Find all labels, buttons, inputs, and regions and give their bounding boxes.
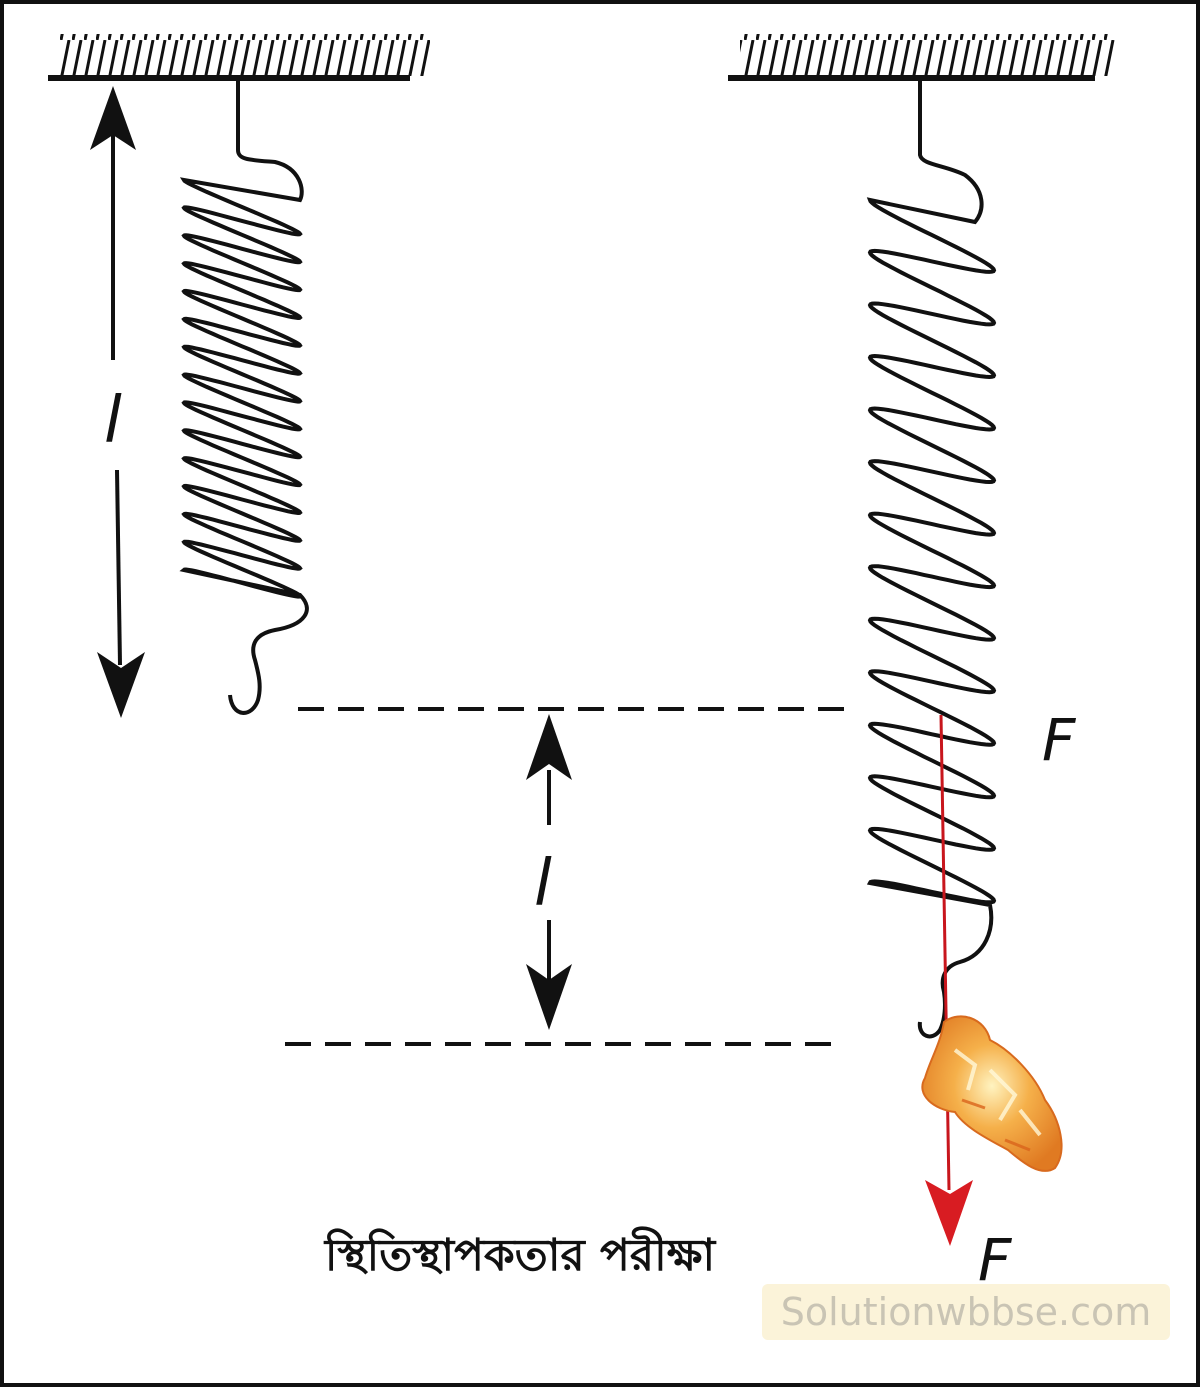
original-length-arrow: l <box>90 86 145 718</box>
extension-length-label: l <box>534 847 552 921</box>
force-label-lower: F <box>978 1226 1013 1294</box>
extension-arrow: l <box>526 714 572 1030</box>
diagram-caption: স্থিতিস্থাপকতার পরীক্ষা <box>324 1230 716 1281</box>
left-ceiling-support <box>48 34 430 81</box>
unstretched-spring <box>179 80 309 715</box>
original-length-label: l <box>104 384 122 458</box>
watermark: Solutionwbbse.com <box>762 1284 1170 1340</box>
force-label-upper: F <box>1042 706 1077 774</box>
stretched-spring <box>866 80 997 1039</box>
right-ceiling-support <box>728 34 1115 81</box>
hanging-weight <box>921 1015 1063 1172</box>
